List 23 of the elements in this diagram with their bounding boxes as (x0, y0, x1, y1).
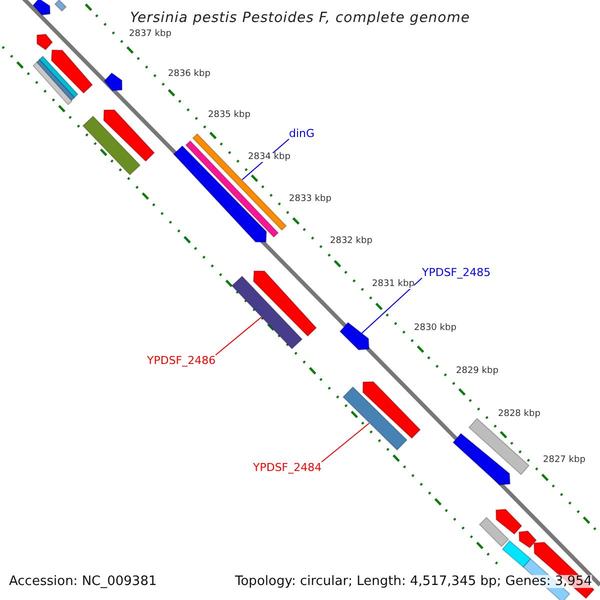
gene-feature (231, 276, 303, 350)
leader-line (215, 316, 262, 356)
tick-label: 2828 kbp (498, 410, 540, 420)
tick-label: 2830 kbp (414, 324, 456, 333)
leader-line (360, 278, 422, 334)
leader-line (321, 422, 370, 462)
gene-label: YPDSF_2485 (422, 267, 491, 278)
tick-label: 2835 kbp (208, 111, 250, 120)
accession-text: Accession: NC_009381 (9, 575, 157, 588)
tick-label: 2832 kbp (330, 237, 372, 246)
tick-label: 2837 kbp (129, 30, 172, 39)
tick-label: 2829 kbp (456, 366, 498, 376)
tick-label: 2827 kbp (543, 456, 586, 466)
tick-label: 2836 kbp (168, 70, 210, 80)
title: Yersinia pestis Pestoides F, complete genome (129, 11, 471, 25)
summary-text: Topology: circular; Length: 4,517,345 bp; Genes: 3,954 (235, 575, 592, 588)
gene-label: dinG (289, 128, 315, 139)
tick-label: 2831 kbp (372, 280, 414, 290)
gene-label: YPDSF_2484 (253, 462, 322, 473)
gene-feature (342, 386, 408, 451)
tick-label: 2834 kbp (248, 152, 290, 162)
gene-label: YPDSF_2486 (147, 355, 216, 366)
gene-feature (339, 322, 370, 350)
